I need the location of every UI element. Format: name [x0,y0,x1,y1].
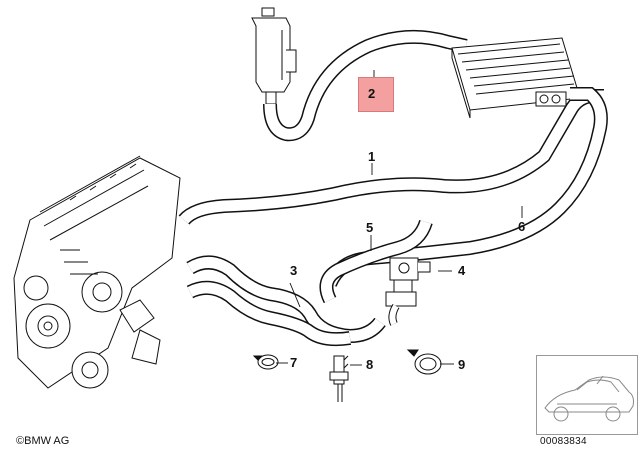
callout-5[interactable]: 5 [366,220,374,235]
clip-8[interactable] [329,355,349,402]
hose-2[interactable] [263,29,468,142]
highlight-box [358,77,394,112]
callout-4[interactable]: 4 [458,263,466,278]
hose-5[interactable] [319,219,433,304]
hose-clamp-9[interactable] [406,349,442,375]
hose-3[interactable] [186,255,386,347]
callout-2[interactable]: 2 [368,86,376,101]
callout-9[interactable]: 9 [458,357,466,372]
valve-4[interactable] [385,257,431,326]
engine-block [13,155,181,389]
car-icon [544,375,634,422]
callout-6[interactable]: 6 [518,219,526,234]
callout-8[interactable]: 8 [366,357,374,372]
hose-1[interactable] [178,89,604,225]
callout-3[interactable]: 3 [290,263,298,278]
vehicle-thumbnail [536,355,638,435]
callout-1[interactable]: 1 [368,149,376,164]
leader-lines [276,70,523,366]
callout-7[interactable]: 7 [290,355,298,370]
diagram-number: 00083834 [540,436,587,447]
brand-label: ©BMW AG [16,435,70,447]
heater-core[interactable] [451,37,581,119]
hose-clamp-7[interactable] [252,354,279,370]
expansion-tank[interactable] [251,7,297,105]
